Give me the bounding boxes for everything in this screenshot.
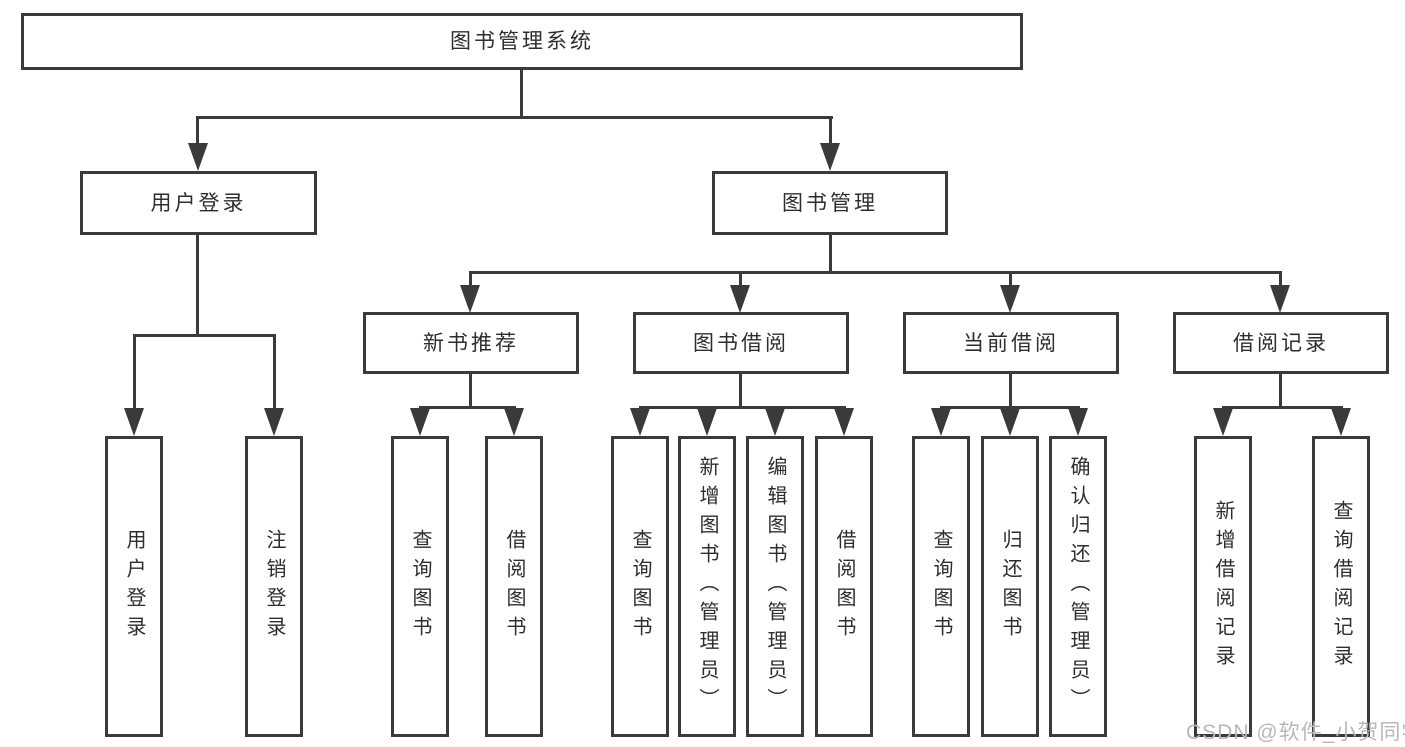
leaf-user-login: 用户登录	[105, 436, 163, 737]
arrow-down-icon	[697, 408, 717, 436]
connector-line	[133, 334, 136, 410]
node-label: 图书借阅	[693, 331, 789, 355]
leaf-add-book-admin: 新增图书（管理员）	[678, 436, 736, 737]
node-user-login-group: 用户登录	[80, 171, 317, 235]
leaf-borrow-books-recommend: 借阅图书	[485, 436, 543, 737]
arrow-down-icon	[264, 408, 284, 436]
node-label: 新书推荐	[423, 331, 519, 355]
node-book-management: 图书管理	[712, 171, 948, 235]
node-book-borrow: 图书借阅	[633, 312, 849, 374]
connector-line	[520, 68, 523, 118]
watermark: CSDN @软件_小贺同学	[1186, 721, 1405, 744]
connector-line	[469, 271, 472, 289]
connector-line	[273, 334, 276, 410]
connector-line	[196, 116, 833, 119]
node-label: 借阅记录	[1233, 331, 1329, 355]
leaf-confirm-return-admin: 确认归还（管理员）	[1049, 436, 1107, 737]
connector-line	[419, 406, 516, 409]
leaf-logout: 注销登录	[245, 436, 303, 737]
node-borrow-records: 借阅记录	[1173, 312, 1389, 374]
arrow-down-icon	[765, 408, 785, 436]
connector-line	[1009, 373, 1012, 408]
leaf-add-borrow-record: 新增借阅记录	[1194, 436, 1252, 737]
connector-line	[639, 406, 846, 409]
leaf-edit-book-admin: 编辑图书（管理员）	[746, 436, 804, 737]
node-label: 当前借阅	[963, 331, 1059, 355]
leaf-query-books-borrow: 查询图书	[611, 436, 669, 737]
arrow-down-icon	[1000, 285, 1020, 313]
node-label: 编辑图书（管理员）	[764, 456, 786, 717]
leaf-borrow-books: 借阅图书	[815, 436, 873, 737]
node-label: 新增借阅记录	[1212, 499, 1234, 674]
arrow-down-icon	[1000, 408, 1020, 436]
node-label: 借阅图书	[833, 528, 855, 645]
arrow-down-icon	[504, 408, 524, 436]
connector-line	[739, 271, 742, 289]
node-label: 图书管理	[782, 191, 878, 215]
node-label: 查询图书	[930, 528, 952, 645]
connector-line	[196, 233, 199, 337]
connector-line	[1279, 271, 1282, 289]
node-label: 查询图书	[409, 528, 431, 645]
connector-line	[1279, 373, 1282, 408]
arrow-down-icon	[931, 408, 951, 436]
node-label: 用户登录	[150, 191, 247, 215]
node-label: 归还图书	[999, 528, 1021, 645]
node-label: 查询借阅记录	[1330, 499, 1352, 674]
arrow-down-icon	[730, 285, 750, 313]
connector-line	[1009, 271, 1012, 289]
node-label: 借阅图书	[503, 528, 525, 645]
leaf-query-books-current: 查询图书	[912, 436, 970, 737]
arrow-down-icon	[630, 408, 650, 436]
arrow-down-icon	[1331, 408, 1351, 436]
connector-line	[829, 233, 832, 273]
connector-line	[739, 373, 742, 408]
connector-line	[1222, 406, 1343, 409]
node-current-borrow: 当前借阅	[903, 312, 1119, 374]
arrow-down-icon	[820, 143, 840, 171]
arrow-down-icon	[460, 285, 480, 313]
arrow-down-icon	[1270, 285, 1290, 313]
node-label: 用户登录	[123, 528, 145, 645]
node-library-system: 图书管理系统	[21, 13, 1023, 70]
node-label: 新增图书（管理员）	[696, 456, 718, 717]
arrow-down-icon	[1213, 408, 1233, 436]
leaf-query-books-recommend: 查询图书	[391, 436, 449, 737]
node-new-book-recommend: 新书推荐	[363, 312, 579, 374]
leaf-query-borrow-record: 查询借阅记录	[1312, 436, 1370, 737]
node-label: 图书管理系统	[450, 30, 594, 53]
arrow-down-icon	[410, 408, 430, 436]
arrow-down-icon	[834, 408, 854, 436]
node-label: 注销登录	[263, 528, 285, 645]
connector-line	[133, 334, 276, 337]
connector-line	[469, 373, 472, 408]
connector-line	[196, 116, 199, 150]
node-label: 查询图书	[629, 528, 651, 645]
node-label: 确认归还（管理员）	[1067, 456, 1089, 717]
arrow-down-icon	[124, 408, 144, 436]
connector-line	[829, 116, 832, 150]
leaf-return-book: 归还图书	[981, 436, 1039, 737]
arrow-down-icon	[188, 143, 208, 171]
connector-line	[469, 271, 1282, 274]
arrow-down-icon	[1068, 408, 1088, 436]
